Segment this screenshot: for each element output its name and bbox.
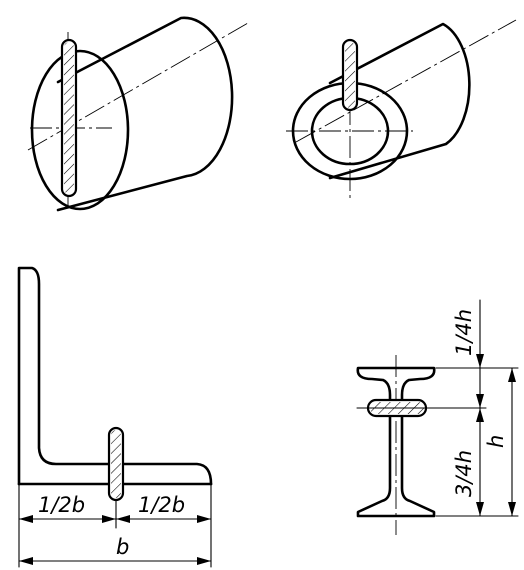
hollow-tube-view: [286, 19, 517, 198]
hollow-tube-section-hatch: [345, 42, 355, 108]
label-quarter-h: 1/4h: [452, 309, 476, 356]
arrow-b-start: [19, 557, 33, 565]
arrow-h-bottom: [508, 502, 516, 516]
arrow-quarter-h-top: [476, 354, 484, 368]
arrow-h-top: [508, 368, 516, 382]
angle-profile: [17, 266, 213, 486]
angle-section-view: 1/2b 1/2b b: [17, 266, 213, 568]
arrow-b-end: [197, 557, 211, 565]
i-beam-profile: [356, 366, 436, 518]
solid-cylinder-body: [56, 16, 234, 212]
hollow-tube-axis: [295, 19, 517, 143]
label-three-quarter-h: 3/4h: [452, 450, 476, 497]
label-h: h: [484, 435, 508, 448]
arrow-half-right-start: [116, 515, 130, 523]
label-half-b-left: 1/2b: [38, 493, 85, 517]
i-beam-section-view: 1/4h 3/4h h: [356, 299, 519, 535]
angle-section-hatch: [111, 430, 121, 498]
arrow-half-left-start: [19, 515, 33, 523]
label-half-b-right: 1/2b: [138, 493, 185, 517]
arrow-three-quarter-h-top: [476, 408, 484, 422]
arrow-half-right-end: [197, 515, 211, 523]
arrow-quarter-h-bottom: [476, 394, 484, 408]
arrow-three-quarter-h-bottom: [476, 502, 484, 516]
hollow-tube-body: [328, 22, 471, 180]
label-b: b: [116, 535, 129, 559]
solid-cylinder-view: [27, 16, 249, 212]
arrow-half-left-end: [102, 515, 116, 523]
solid-cylinder-end-face: [30, 49, 130, 211]
solid-cylinder-section-hatch: [64, 42, 74, 194]
